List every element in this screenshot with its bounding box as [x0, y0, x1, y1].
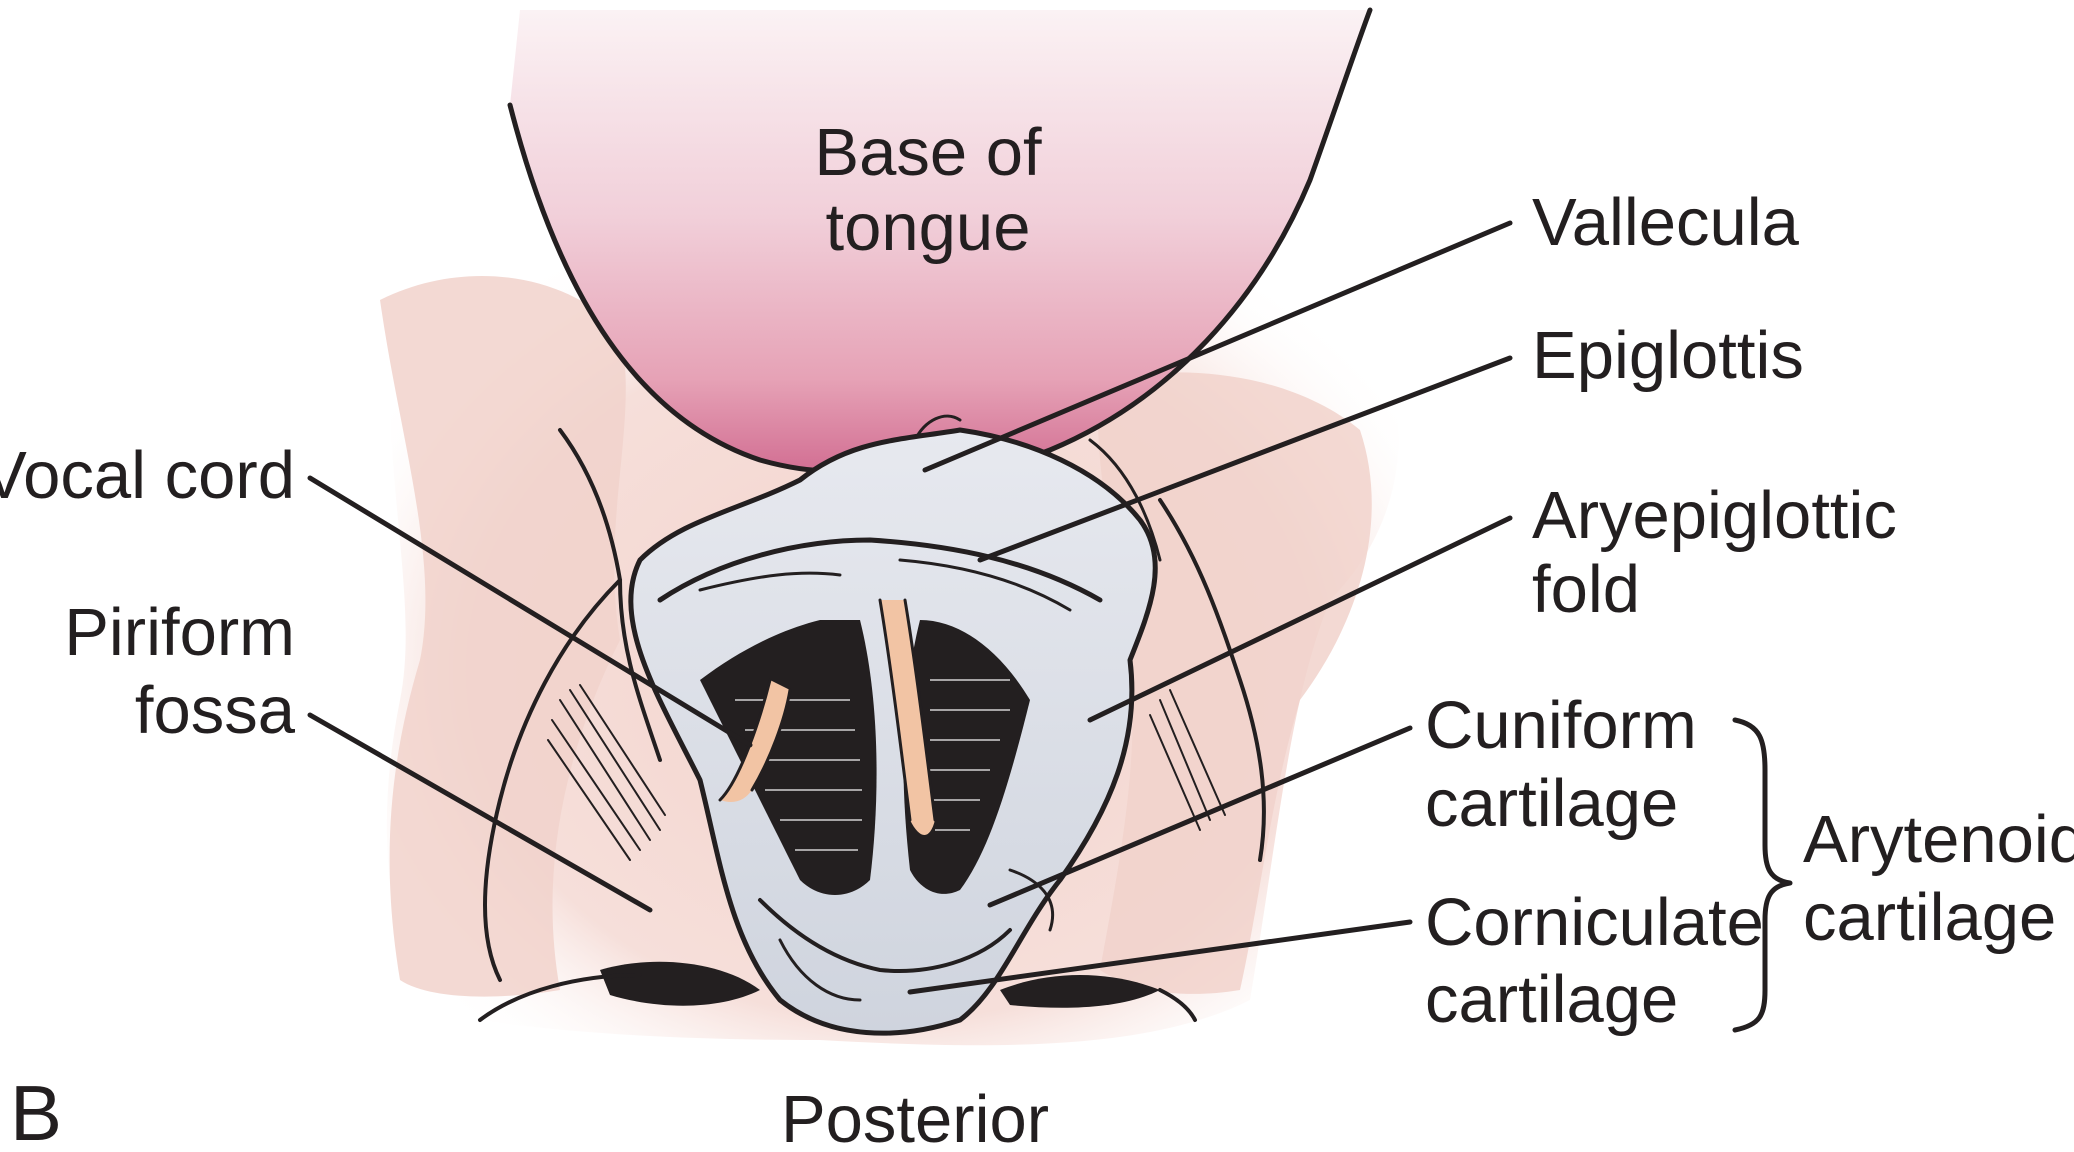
label-epiglottis: Epiglottis — [1532, 318, 1804, 393]
label-piriform-line1: Piriform — [64, 595, 295, 670]
label-vocal-cord: Vocal cord — [0, 438, 295, 513]
label-aryepiglottic-line2: fold — [1532, 552, 1640, 627]
label-base-of-tongue-line1: Base of — [814, 115, 1042, 190]
label-vallecula: Vallecula — [1532, 185, 1800, 260]
label-aryepiglottic-line1: Aryepiglottic — [1532, 478, 1897, 553]
label-corniculate-line2: cartilage — [1425, 962, 1678, 1037]
orientation-label: Posterior — [781, 1082, 1049, 1152]
label-cuniform-line1: Cuniform — [1425, 688, 1697, 763]
label-arytenoid-line1: Arytenoid — [1803, 802, 2074, 877]
label-corniculate-line1: Corniculate — [1425, 885, 1764, 960]
panel-letter: B — [10, 1069, 62, 1152]
label-base-of-tongue-line2: tongue — [826, 190, 1031, 265]
label-arytenoid-line2: cartilage — [1803, 880, 2056, 955]
arytenoid-brace — [1735, 720, 1790, 1030]
label-piriform-line2: fossa — [135, 673, 296, 748]
label-cuniform-line2: cartilage — [1425, 766, 1678, 841]
